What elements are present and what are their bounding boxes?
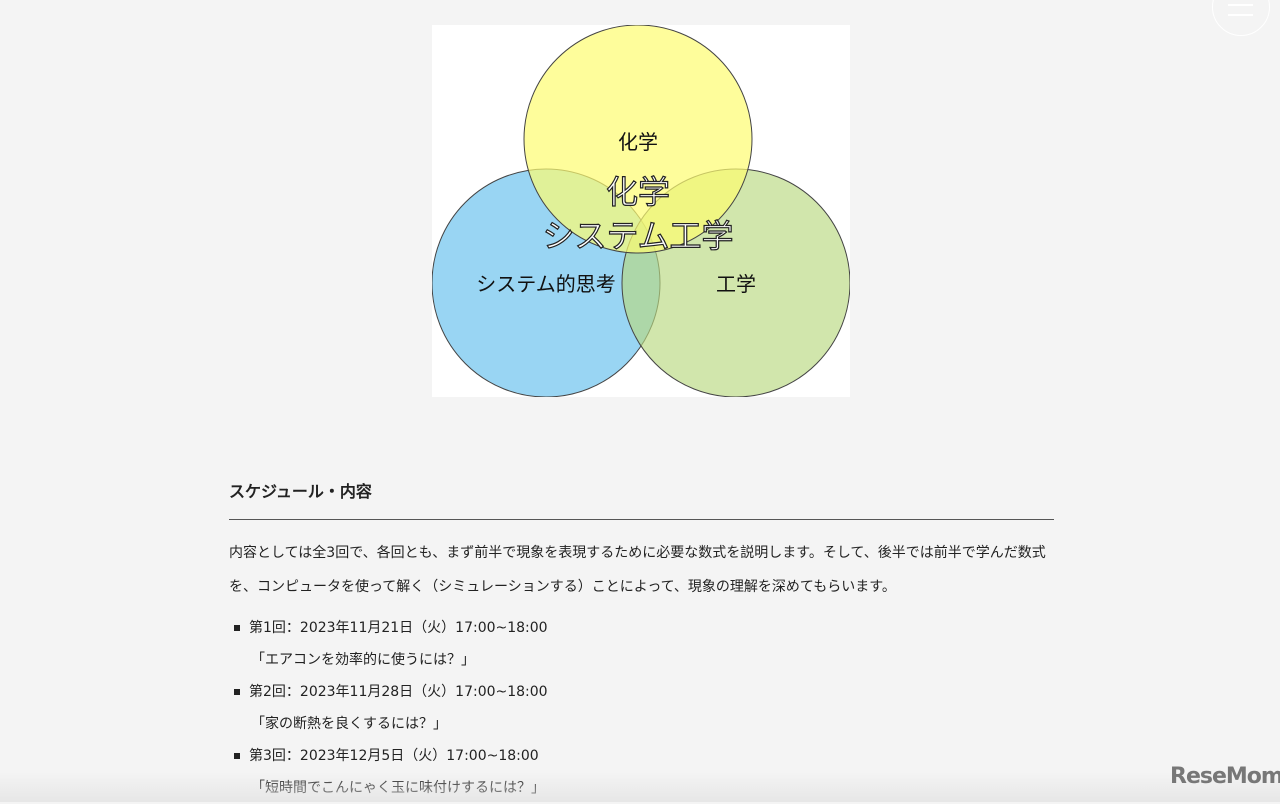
schedule-section: スケジュール・内容 内容としては全3回で、各回とも、まず前半で現象を表現するため… [229,478,1054,804]
bullet-icon [234,689,240,695]
venn-circle-top [523,24,753,254]
venn-center-label-2: システム工学 [542,217,733,255]
session-list: 第1回：2023年11月21日（火）17:00~18:00 「エアコンを効率的に… [229,612,1054,804]
menu-line-icon [1228,4,1253,6]
venn-top-label: 化学 [618,130,658,154]
menu-button[interactable] [1212,0,1270,36]
session-item: 第1回：2023年11月21日（火）17:00~18:00 [229,612,1054,644]
venn-center-label-1: 化学 [606,173,670,211]
session-item: 第2回：2023年11月28日（火）17:00~18:00 [229,676,1054,708]
menu-line-icon [1228,14,1253,16]
resemom-logo: ReseMom [1170,764,1280,789]
section-title: スケジュール・内容 [229,478,1054,520]
section-paragraph: 内容としては全3回で、各回とも、まず前半で現象を表現するために必要な数式を説明し… [229,545,1046,595]
venn-left-label: システム的思考 [476,272,615,296]
venn-diagram-image: 化学 システム的思考 工学 化学 システム工学 [431,24,851,398]
session-item: 第3回：2023年12月5日（火）17:00~18:00 [229,740,1054,772]
session-topic: 「短時間でこんにゃく玉に味付けするには？」 [251,780,545,796]
session-date: 第2回：2023年11月28日（火）17:00~18:00 [249,684,548,700]
session-topic: 「家の断熱を良くするには？」 [251,716,447,732]
session-date: 第1回：2023年11月21日（火）17:00~18:00 [249,620,548,636]
session-date: 第3回：2023年12月5日（火）17:00~18:00 [249,748,539,764]
bullet-icon [234,753,240,759]
bullet-icon [234,625,240,631]
session-topic: 「エアコンを効率的に使うには？」 [251,652,475,668]
venn-right-label: 工学 [716,272,756,296]
